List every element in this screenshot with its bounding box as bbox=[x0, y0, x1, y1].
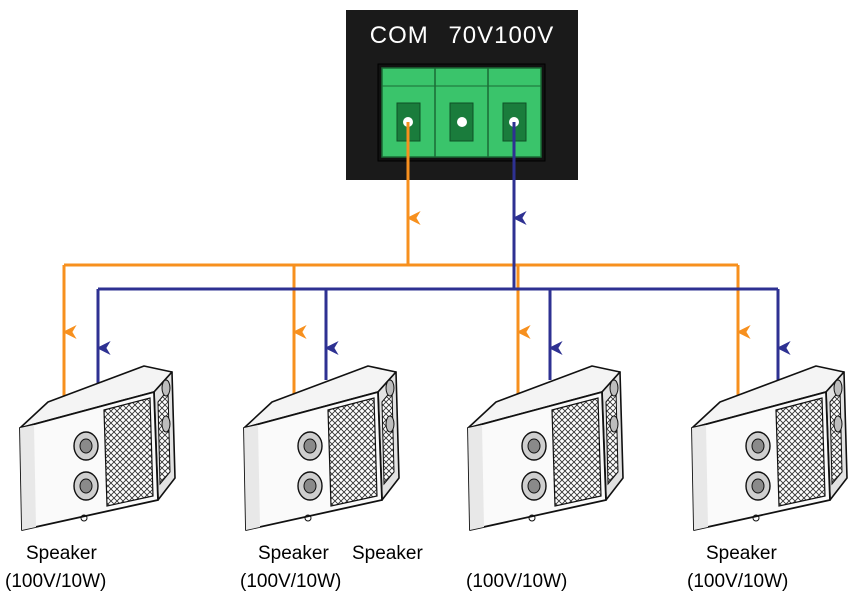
terminal-label-70v: 70V bbox=[448, 22, 495, 49]
speaker-3-name: Speaker bbox=[352, 543, 423, 564]
speaker-4-rating: (100V/10W) bbox=[687, 571, 789, 592]
speaker-2-rating: (100V/10W) bbox=[240, 571, 342, 592]
speaker-group bbox=[19, 365, 848, 531]
speaker-4-name: Speaker bbox=[706, 543, 777, 564]
terminal-label-com: COM bbox=[369, 22, 429, 49]
speaker-1-rating: (100V/10W) bbox=[5, 571, 107, 592]
terminal-70v-screw bbox=[449, 102, 474, 142]
terminal-connector bbox=[381, 67, 542, 158]
speaker-3-rating: (100V/10W) bbox=[466, 571, 568, 592]
terminal-labels: COM 70V100V bbox=[346, 22, 578, 50]
line-wire-harness bbox=[96, 122, 791, 385]
terminal-label-100v: 100V bbox=[494, 22, 555, 49]
speaker-2 bbox=[243, 365, 400, 531]
speaker-3 bbox=[467, 365, 624, 531]
speaker-4 bbox=[691, 365, 848, 531]
speaker-2-name: Speaker bbox=[258, 543, 329, 564]
speaker-1 bbox=[19, 365, 176, 531]
com-wire-harness bbox=[62, 122, 751, 405]
speaker-1-name: Speaker bbox=[26, 543, 97, 564]
